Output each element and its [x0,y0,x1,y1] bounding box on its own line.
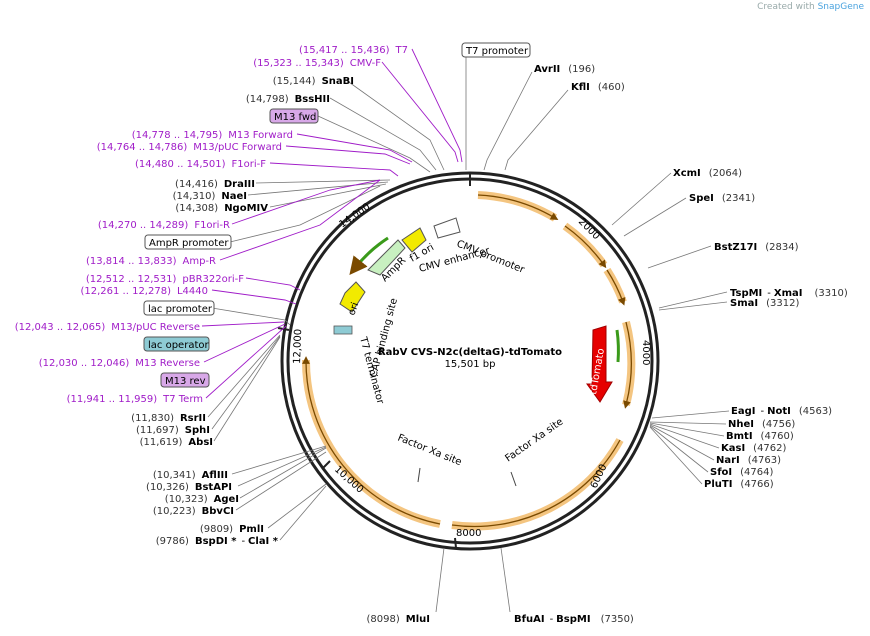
m13-rev-box [160,372,210,388]
narI-label: NarI(4763) [716,455,781,466]
orf-arc-1-core [477,194,559,220]
svg-text:ori: ori [346,301,361,317]
svg-text:14,000: 14,000 [337,201,372,230]
avrII-label: AvrII(196) [534,64,595,75]
lac-promoter-box [143,300,215,316]
t7-promoter-box [461,42,531,58]
pbr322ori-f-label: (12,512 .. 12,531)pBR322ori-F [86,274,244,285]
t7-term-label: (11,941 .. 11,959)T7 Term [67,394,203,405]
svg-text:4000: 4000 [640,340,651,365]
green-arc-left [349,236,389,276]
pmlI-label: (9809)PmlI [200,524,264,535]
m13-rev-box-label: M13 rev [165,376,206,387]
speI-label: SpeI(2341) [689,193,755,204]
svg-text:12,000: 12,000 [292,329,304,364]
eagI-notI-label: EagI-NotI(4563) [731,406,832,417]
tspMI-xmaI-label: TspMI-XmaI(3310) [730,288,848,299]
created-with-snapgene: Created with SnapGene [757,2,864,12]
cmv-f-label: (15,323 .. 15,343)CMV-F [253,58,381,69]
smaI-label: SmaI(3312) [730,298,799,309]
lac-operator-box-label: lac operator [148,340,209,351]
plasmid-size: 15,501 bp [445,359,496,370]
bfuAI-bspMI-label: BfuAI-BspMI(7350) [514,614,634,625]
xcmI-label: XcmI(2064) [673,168,742,179]
f1ori-r-label: (14,270 .. 14,289)F1ori-R [98,220,230,231]
ampr-promoter-box-label: AmpR promoter [149,238,229,249]
naeI-label: (14,310)NaeI [173,191,247,202]
kflI-label: KflI(460) [571,82,625,93]
m13-fwd-box-label: M13 fwd [274,112,316,123]
factor-xa-tick-2 [510,471,517,487]
f1ori-f-label: (14,480 .. 14,501)F1ori-F [135,159,266,170]
svg-text:Factor Xa site: Factor Xa site [396,433,463,469]
draIII-label: (14,416)DraIII [175,179,255,190]
leader-lines [207,56,730,613]
sfoI-label: SfoI(4764) [710,467,774,478]
l4440-label: (12,261 .. 12,278)L4440 [80,286,208,297]
factor-xa-tick-1 [417,467,421,483]
orf-arc-1 [477,191,558,222]
m13-reverse-label: (12,030 .. 12,046)M13 Reverse [39,358,200,369]
creator-prefix: Created with [757,2,815,12]
snaBI-label: (15,144)SnaBI [273,76,354,87]
lac-operator-box [143,336,210,352]
svg-text:8000: 8000 [456,528,481,539]
f1ori-arrow [401,227,427,253]
pluTI-label: PluTI(4766) [704,479,774,490]
m13-fwd-box [269,108,319,124]
bbvCI-label: (10,223)BbvCI [153,506,234,517]
kasI-label: KasI(4762) [721,443,787,454]
ampr-promoter-box [144,234,232,250]
bspDI-claI-label: (9786)BspDI *-ClaI * [156,536,279,547]
bmtI-label: BmtI(4760) [726,431,794,442]
orf-arc-6-core [302,356,441,525]
absI-label: (11,619)AbsI [140,437,213,448]
amp-r-label: (13,814 .. 13,833)Amp-R [86,256,216,267]
ring-tick-marks [277,172,471,549]
nheI-label: NheI(4756) [728,419,795,430]
orf-arc-5-core [451,439,621,528]
bstAPI-label: (10,326)BstAPI [146,482,232,493]
m13puc-reverse-label: (12,043 .. 12,065)M13/pUC Reverse [15,322,200,333]
ageI-label: (10,323)AgeI [165,494,239,505]
m13-forward-label: (14,778 .. 14,795)M13 Forward [132,130,293,141]
ori-arrow [339,281,366,313]
tdtomato-arrow [586,325,613,403]
aflIII-label: (10,341)AflIII [153,470,228,481]
bstZ17I-label: BstZ17I(2834) [714,242,799,253]
rsrII-label: (11,830)RsrII [131,413,206,424]
svg-text:Factor Xa site: Factor Xa site [503,416,565,464]
cap-box [333,325,353,335]
orf-arc-4-core [623,321,632,409]
plasmid-name: RabV CVS-N2c(deltaG)-tdTomato [378,347,562,358]
orf-arc-2-core [564,225,607,269]
t7-primer-label: (15,417 .. 15,436)T7 [299,45,408,56]
sphI-label: (11,697)SphI [136,425,210,436]
t7-promoter-box-label: T7 promoter [465,46,529,57]
bssHII-label: (14,798)BssHII [246,94,330,105]
ngoMIV-label: (14,308)NgoMIV [175,203,268,214]
green-feature-arc [615,329,620,363]
mluI-label: (8098)MluI [367,614,430,625]
cmv-enhancer-box [433,217,461,239]
orf-arc-3-core [606,269,626,306]
lac-promoter-box-label: lac promoter [148,304,213,315]
primer-lines [201,48,463,399]
ampr-arrow [367,239,406,276]
m13puc-forward-label: (14,764 .. 14,786)M13/pUC Forward [97,142,282,153]
creator-brand: SnapGene [817,2,864,12]
